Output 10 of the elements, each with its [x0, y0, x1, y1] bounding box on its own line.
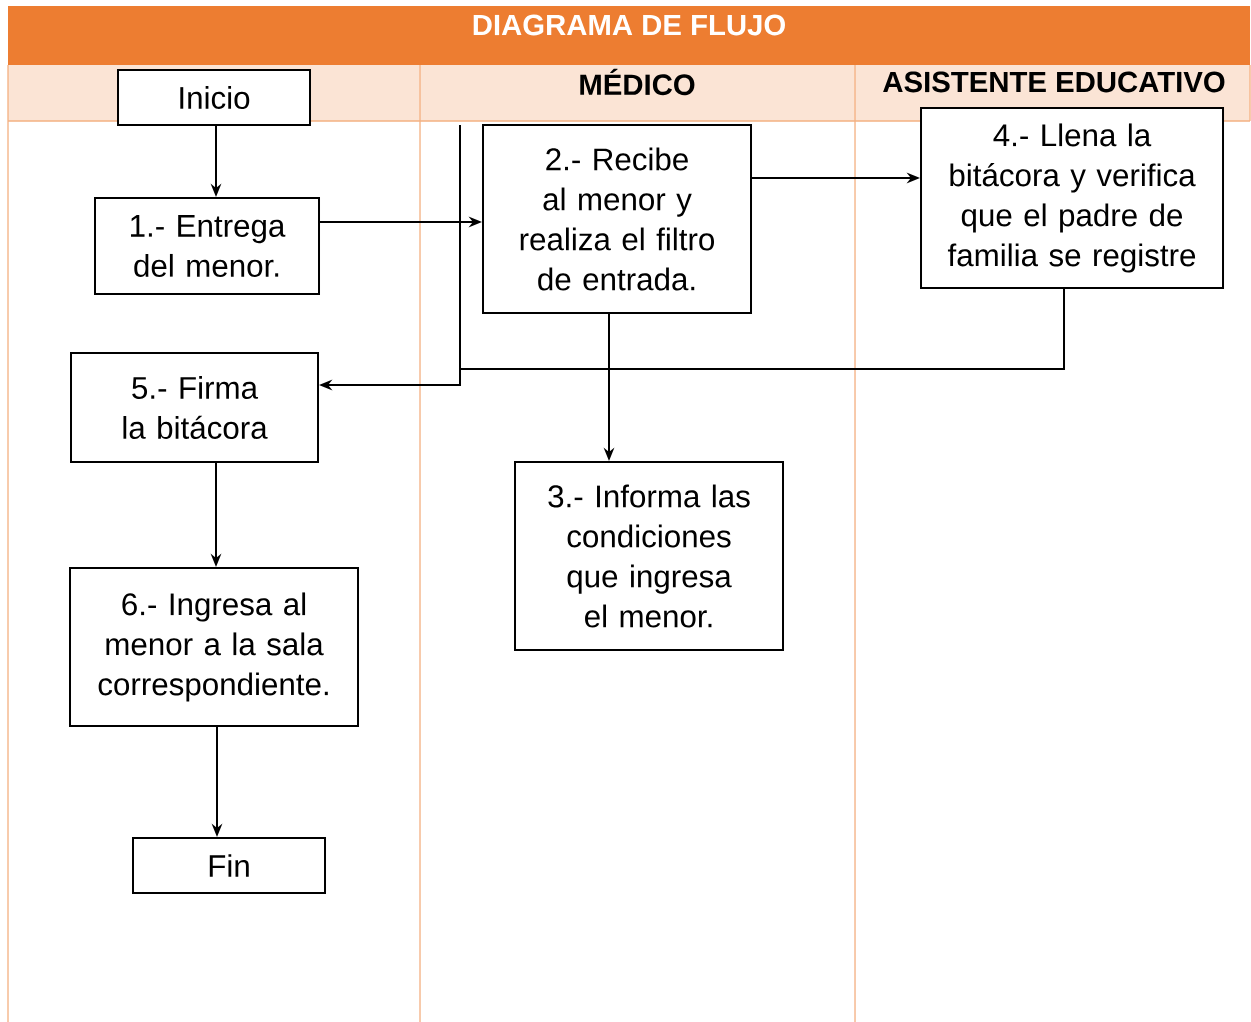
process-box: 5.- Firma la bitácora: [70, 352, 319, 463]
process-box: 1.- Entrega del menor.: [94, 197, 320, 295]
process-box: 4.- Llena la bitácora y verifica que el padre de familia se registre: [920, 107, 1224, 289]
process-box: Fin: [132, 837, 326, 894]
process-box: 3.- Informa las condiciones que ingresa el menor.: [514, 461, 784, 651]
process-box: 6.- Ingresa al menor a la sala correspondiente.: [69, 567, 359, 727]
title-bar: DIAGRAMA DE FLUJO: [8, 6, 1250, 65]
column-header: MÉDICO: [580, 68, 695, 96]
process-box: Inicio: [117, 69, 311, 126]
process-box: 2.- Recibe al menor y realiza el filtro de entrada.: [482, 124, 752, 314]
